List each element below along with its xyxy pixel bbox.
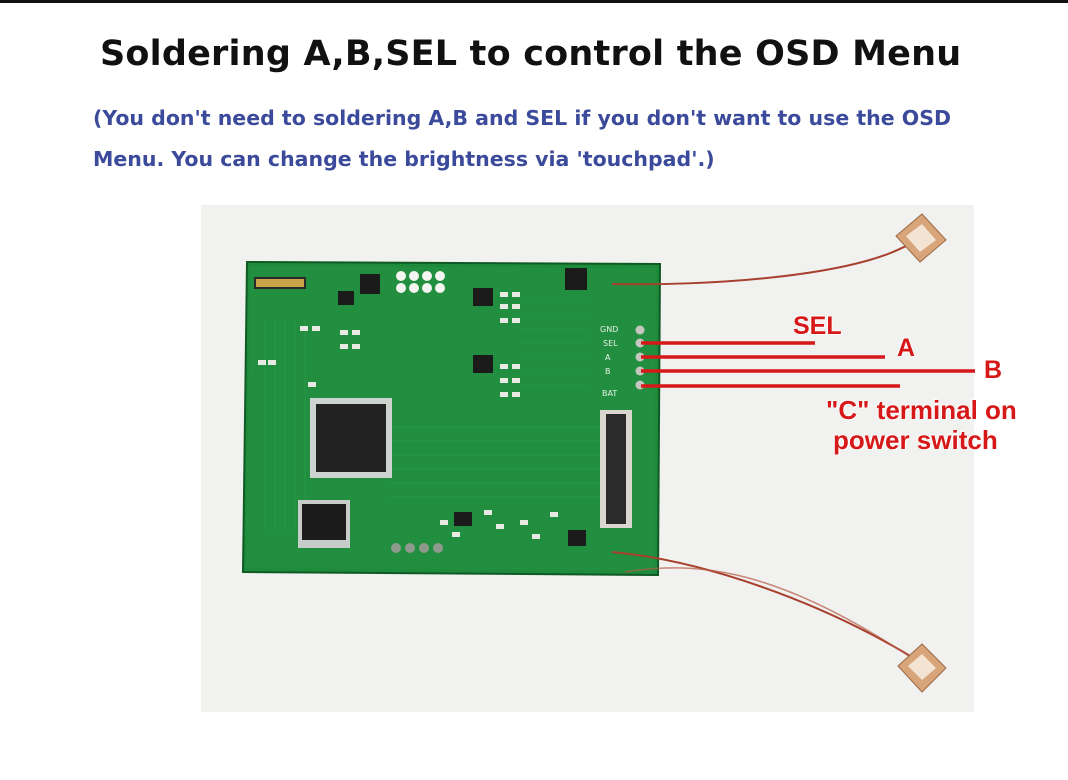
pcb-board xyxy=(241,260,662,577)
small-ic-3 xyxy=(473,288,493,306)
fpc-connector xyxy=(600,410,632,528)
callout-c-terminal: "C" terminal on power switch xyxy=(826,395,1017,455)
small-ic-7 xyxy=(568,530,586,546)
small-ic-1 xyxy=(360,274,380,294)
callout-a: A xyxy=(897,334,916,362)
subtitle-line-1: (You don't need to soldering A,B and SEL… xyxy=(93,106,952,130)
touchpad-wires xyxy=(611,239,921,663)
top-connector xyxy=(254,277,306,289)
touchpad-electrode-bottom xyxy=(897,643,947,693)
pad-label-sel: SEL xyxy=(603,339,618,348)
callout-c-line-2: power switch xyxy=(833,425,998,455)
callout-c-line-1: "C" terminal on xyxy=(826,395,1017,425)
pad-label-a: A xyxy=(605,353,611,362)
callout-sel: SEL xyxy=(793,312,842,340)
small-ic-6 xyxy=(454,512,472,526)
small-ic-2 xyxy=(338,291,354,305)
page-subtitle: (You don't need to soldering A,B and SEL… xyxy=(93,98,993,180)
smd-components xyxy=(258,292,558,539)
test-pad-grid xyxy=(396,271,445,293)
soic-chip xyxy=(298,500,350,548)
callout-b: B xyxy=(984,356,1003,384)
pad-label-gnd: GND xyxy=(600,325,618,334)
subtitle-line-2: Menu. You can change the brightness via … xyxy=(93,147,715,171)
touchpad-electrode-top xyxy=(895,213,947,263)
small-ic-4 xyxy=(473,355,493,373)
pad-label-b: B xyxy=(605,367,611,376)
small-ic-5 xyxy=(565,268,587,290)
top-rule xyxy=(0,0,1068,3)
main-processor-chip xyxy=(310,398,392,478)
pad-label-bat: BAT xyxy=(602,389,617,398)
callout-lines xyxy=(641,341,975,388)
page-title: Soldering A,B,SEL to control the OSD Men… xyxy=(100,34,962,74)
bottom-pads xyxy=(391,543,443,553)
